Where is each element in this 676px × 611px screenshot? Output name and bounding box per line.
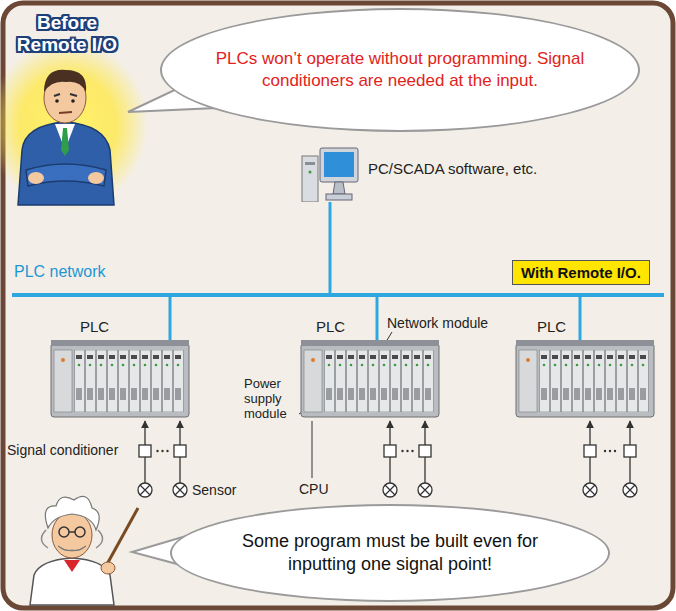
- network-drop: [376, 297, 379, 340]
- ellipsis-dot: [604, 450, 606, 452]
- professor: [30, 496, 138, 605]
- part-label: Signal conditioner: [7, 443, 118, 458]
- sensor-cross: [140, 485, 150, 495]
- node-text: PLCs won’t operate without programming. …: [214, 48, 586, 92]
- signal-arrow: [589, 421, 590, 445]
- node-text: PLC: [316, 318, 345, 335]
- speech-bubble: Some program must be built even for inpu…: [170, 504, 610, 602]
- sensor-cross: [625, 485, 635, 495]
- plc-rack: [300, 340, 440, 418]
- signal-conditioner: [139, 445, 151, 457]
- plc-unit: PLC: [300, 340, 440, 418]
- signal-conditioner: [584, 445, 596, 457]
- pc-node: PC/SCADA software, etc.: [300, 146, 360, 202]
- sensor-symbol: [418, 483, 432, 497]
- node-text: Some program must be built even for inpu…: [222, 530, 558, 577]
- signal-arrow: [144, 421, 145, 445]
- sensor-cross: [420, 485, 430, 495]
- sensor-symbol: [623, 483, 637, 497]
- ellipsis-dot: [161, 450, 163, 452]
- sensor-symbol: [383, 483, 397, 497]
- glow: [0, 40, 148, 210]
- node-text: With Remote I/O.: [521, 264, 641, 281]
- node-text: PLC: [80, 318, 109, 335]
- signal-conditioner: [174, 445, 186, 457]
- ellipsis-dot: [401, 450, 403, 452]
- signal-conditioner: [384, 445, 396, 457]
- part-label: Power supply module: [244, 376, 298, 421]
- network-drop: [579, 297, 582, 340]
- sensor-wire: [389, 457, 390, 483]
- network-drop: [169, 297, 172, 340]
- highlight-tag: With Remote I/O.: [512, 260, 650, 285]
- sensor-symbol: [583, 483, 597, 497]
- ellipsis-dot: [609, 450, 611, 452]
- signal-conditioner: [624, 445, 636, 457]
- signal-conditioner: [419, 445, 431, 457]
- plc-rack: [515, 340, 655, 418]
- plc-unit: PLC: [50, 340, 190, 418]
- ellipsis-dot: [166, 450, 168, 452]
- ellipsis-dot: [411, 450, 413, 452]
- signal-arrow: [389, 421, 390, 445]
- sensor-wire: [179, 457, 180, 483]
- network-bus: PLC network: [12, 293, 664, 297]
- sensor-wire: [144, 457, 145, 483]
- node-text: PLC network: [14, 263, 106, 281]
- plc-unit: PLC: [515, 340, 655, 418]
- sensor-wire: [629, 457, 630, 483]
- businessman: [18, 70, 114, 205]
- plc-rack: [50, 340, 190, 418]
- part-label: Sensor: [192, 483, 236, 498]
- ellipsis-dot: [156, 450, 158, 452]
- signal-arrow: [179, 421, 180, 445]
- ellipsis-dot: [614, 450, 616, 452]
- sensor-symbol: [138, 483, 152, 497]
- node-text: PLC: [537, 318, 566, 335]
- pc-icon: [300, 146, 360, 202]
- part-label: CPU: [299, 482, 329, 497]
- sensor-symbol: [173, 483, 187, 497]
- title-badge: Before Remote I/O: [12, 12, 122, 56]
- speech-bubble: PLCs won’t operate without programming. …: [160, 8, 640, 132]
- part-label: Network module: [387, 316, 488, 331]
- signal-arrow: [424, 421, 425, 445]
- sensor-cross: [175, 485, 185, 495]
- sensor-cross: [385, 485, 395, 495]
- sensor-wire: [589, 457, 590, 483]
- ellipsis-dot: [406, 450, 408, 452]
- sensor-wire: [424, 457, 425, 483]
- node-text: PC/SCADA software, etc.: [368, 160, 537, 177]
- network-drop: [329, 202, 332, 293]
- sensor-cross: [585, 485, 595, 495]
- signal-arrow: [629, 421, 630, 445]
